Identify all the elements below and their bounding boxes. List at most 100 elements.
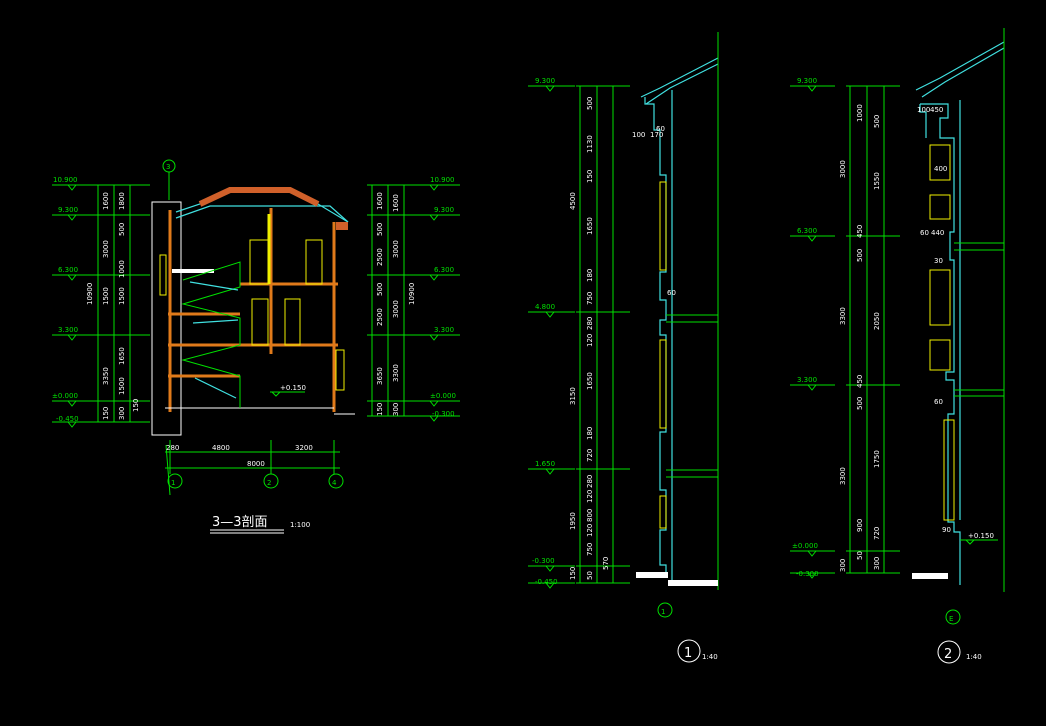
level-label: 10.900	[53, 176, 78, 184]
axis-bubble	[263, 473, 279, 489]
level-label: 4.800	[535, 303, 555, 311]
dim-total: 10900	[408, 283, 416, 305]
dim: 440	[931, 229, 944, 237]
building-section: 3	[151, 159, 355, 436]
level-label: 9.300	[58, 206, 78, 214]
detail1-dimension-chains: 4500 3150 1950 150 500 1130 150 1650 180…	[569, 85, 630, 584]
dim: 1600	[102, 192, 110, 210]
axis-label: 4	[332, 479, 337, 487]
dim: 180	[586, 269, 594, 282]
dim-total: 10900	[86, 283, 94, 305]
dim: 300	[392, 403, 400, 416]
dim: 1600	[376, 192, 384, 210]
dim: 150	[376, 403, 384, 416]
slab-white	[172, 269, 214, 273]
left-level-markers: 10.900 9.300 6.300 3.300 ±0.000 -0.450	[52, 176, 95, 428]
level-label: -0.300	[432, 410, 455, 418]
dim: 3650	[376, 367, 384, 385]
dim: 500	[586, 97, 594, 110]
detail1-wall-profile: 100 170 60 60	[632, 32, 719, 590]
axis-label: 1	[661, 608, 665, 616]
dim: 170	[650, 131, 663, 139]
dim: 3000	[102, 240, 110, 258]
dim: 1000	[856, 104, 864, 122]
detail1-index-symbol: 1 1:40	[677, 639, 718, 663]
dim: 1500	[118, 377, 126, 395]
dim: 2500	[376, 248, 384, 266]
axis-label: 2	[267, 479, 271, 487]
level-label: 1.650	[535, 460, 555, 468]
ground-slab	[668, 580, 718, 586]
left-dimension-chains: 10900 1600 3000 1800 1500 3350 150 300 5…	[86, 184, 150, 423]
dim: 450	[930, 106, 943, 114]
index-scale: 1:40	[702, 653, 718, 661]
dim: 280	[586, 317, 594, 330]
dim: 900	[856, 519, 864, 532]
dim: 750	[586, 292, 594, 305]
dim: 4800	[212, 444, 230, 452]
dim: 3000	[839, 160, 847, 178]
dim: 3150	[569, 387, 577, 405]
dim: 450	[856, 225, 864, 238]
dim: 570	[602, 557, 610, 570]
dim: 1750	[873, 450, 881, 468]
dim: 1130	[586, 135, 594, 153]
section-3-3: 10.900 9.300 6.300 3.300 ±0.000 -0.450 1…	[52, 159, 460, 534]
level-label: -0.450	[56, 415, 79, 423]
dim: 1800	[118, 192, 126, 210]
detail2-dimension-chains: 1000 3000 3300 3300 300 500 1550 450 500…	[839, 85, 900, 574]
index-number: 1	[684, 646, 692, 661]
dim: 2050	[873, 312, 881, 330]
dim: 60	[656, 125, 665, 133]
dim: 400	[934, 165, 947, 173]
dim: 3000	[392, 240, 400, 258]
detail2-index-symbol: 2 1:40	[937, 640, 982, 664]
dim: 280	[586, 475, 594, 488]
dim: 8000	[247, 460, 265, 468]
dim: 60	[934, 398, 943, 406]
level-label: 3.300	[434, 326, 454, 334]
level-label: -0.300	[532, 557, 555, 565]
dim: 500	[118, 223, 126, 236]
axis-bubble	[167, 473, 183, 489]
index-number: 2	[944, 647, 952, 662]
dim: 90	[942, 526, 951, 534]
dim: 450	[856, 375, 864, 388]
dim: 180	[586, 427, 594, 440]
level-label: 3.300	[797, 376, 817, 384]
dim: 1650	[118, 347, 126, 365]
axis-label: 3	[166, 163, 170, 171]
detail-1: 9.300 4.800 1.650 -0.300 -0.450 4500 315…	[528, 32, 719, 663]
interior-level: +0.150	[280, 384, 306, 392]
axis-bubble	[657, 602, 673, 618]
level-label: 9.300	[797, 77, 817, 85]
level-label: 6.300	[797, 227, 817, 235]
level-label: 10.900	[430, 176, 455, 184]
dim: 120	[586, 334, 594, 347]
title-text: 3—3剖面	[212, 515, 268, 530]
dim: 800	[586, 509, 594, 522]
dim: 120	[586, 490, 594, 503]
dim: 3300	[839, 307, 847, 325]
eave-block	[336, 222, 348, 230]
ground-slab	[636, 572, 668, 578]
section-title: 3—3剖面 1:100	[210, 515, 310, 534]
dim: 280	[166, 444, 179, 452]
dim: 3300	[839, 467, 847, 485]
detail2-level-markers: 9.300 6.300 3.300 ±0.000 -0.300	[790, 77, 835, 579]
axis-bubble	[328, 473, 344, 489]
dim: 1000	[118, 260, 126, 278]
dim: 1950	[569, 512, 577, 530]
dim: 500	[873, 115, 881, 128]
level-label: 9.300	[434, 206, 454, 214]
dim: 150	[569, 567, 577, 580]
dim: 60	[667, 289, 676, 297]
detail1-level-markers: 9.300 4.800 1.650 -0.300 -0.450	[528, 77, 575, 589]
dim: 150	[132, 399, 140, 412]
dim: 750	[586, 543, 594, 556]
dim: 500	[376, 223, 384, 236]
interior-level: +0.150	[968, 532, 994, 540]
dim: 150	[586, 170, 594, 183]
level-label: -0.450	[535, 578, 558, 586]
